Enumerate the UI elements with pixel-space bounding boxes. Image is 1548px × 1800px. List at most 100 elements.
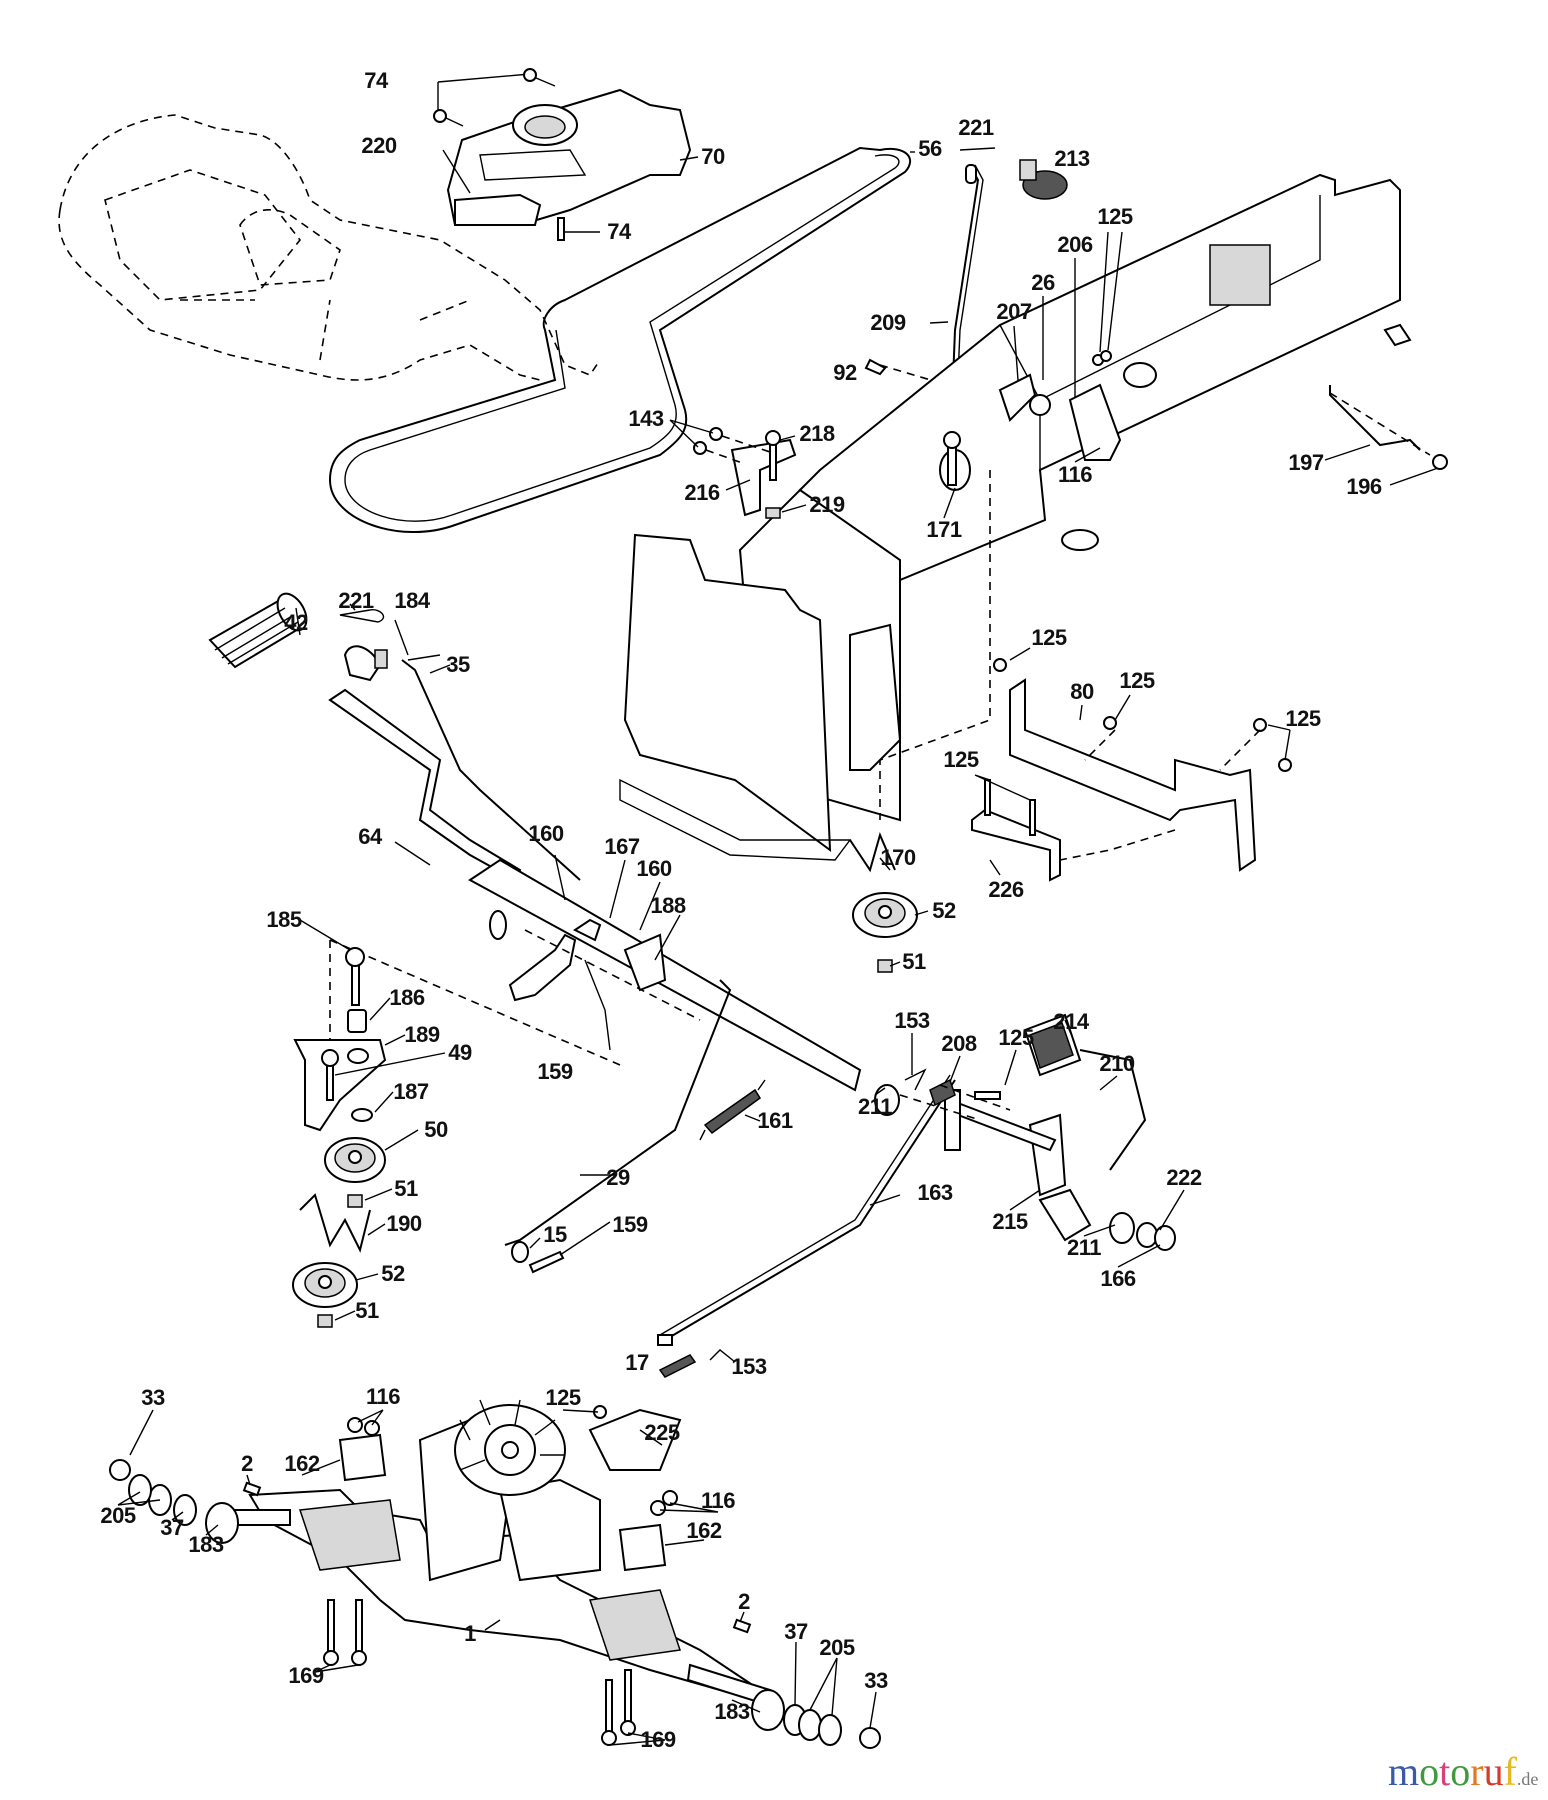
part-label-215: 215 xyxy=(992,1209,1028,1234)
motoruf-logo: motoruf.de xyxy=(1388,1752,1538,1792)
part-label-187: 187 xyxy=(393,1079,429,1104)
part-label-207: 207 xyxy=(996,299,1032,324)
linkage-29 xyxy=(504,979,766,1274)
part-label-196: 196 xyxy=(1346,474,1382,499)
part-label-163: 163 xyxy=(917,1180,953,1205)
part-label-153a: 153 xyxy=(894,1008,930,1033)
idler-assembly xyxy=(293,919,446,1208)
part-label-221b: 221 xyxy=(338,588,374,613)
part-label-208: 208 xyxy=(941,1031,977,1056)
cross-shaft xyxy=(329,854,862,1110)
pivot-bracket xyxy=(943,231,1123,519)
bracket-216 xyxy=(669,419,807,519)
part-label-218: 218 xyxy=(799,421,835,446)
part-label-171: 171 xyxy=(926,517,962,542)
part-label-125f: 125 xyxy=(998,1025,1034,1050)
logo-letter: m xyxy=(1388,1749,1420,1794)
part-label-33a: 33 xyxy=(141,1385,165,1410)
part-label-213: 213 xyxy=(1054,146,1090,171)
part-label-74a: 74 xyxy=(364,68,388,93)
part-label-221a: 221 xyxy=(958,115,994,140)
part-label-33b: 33 xyxy=(864,1668,888,1693)
part-label-188: 188 xyxy=(650,893,686,918)
part-label-52a: 52 xyxy=(932,898,956,923)
part-label-220: 220 xyxy=(361,133,397,158)
part-label-116b: 116 xyxy=(366,1384,401,1409)
part-label-169a: 169 xyxy=(288,1663,324,1688)
part-label-37b: 37 xyxy=(784,1619,808,1644)
part-label-15: 15 xyxy=(543,1222,567,1247)
part-label-205a: 205 xyxy=(100,1503,136,1528)
part-label-74b: 74 xyxy=(607,219,631,244)
part-label-125g: 125 xyxy=(545,1385,581,1410)
part-label-29: 29 xyxy=(606,1165,630,1190)
part-label-70: 70 xyxy=(701,144,725,169)
part-label-125c: 125 xyxy=(1119,668,1155,693)
logo-letter: f xyxy=(1503,1749,1517,1794)
transaxle xyxy=(109,1399,881,1749)
part-label-17: 17 xyxy=(625,1350,649,1375)
part-label-143: 143 xyxy=(628,406,664,431)
drive-belt xyxy=(328,146,915,533)
part-label-185: 185 xyxy=(266,907,302,932)
part-label-51b: 51 xyxy=(394,1176,418,1201)
part-label-160a: 160 xyxy=(528,821,564,846)
part-label-2a: 2 xyxy=(241,1451,253,1476)
pedal-assembly xyxy=(874,1013,1185,1268)
bolts-74 xyxy=(433,68,699,241)
part-label-162b: 162 xyxy=(686,1518,722,1543)
part-label-183b: 183 xyxy=(714,1699,750,1724)
seat-console xyxy=(446,88,692,226)
part-label-166: 166 xyxy=(1100,1266,1136,1291)
part-label-159b: 159 xyxy=(612,1212,648,1237)
part-label-51a: 51 xyxy=(902,949,926,974)
part-label-226: 226 xyxy=(988,877,1024,902)
logo-letter: u xyxy=(1483,1749,1504,1794)
logo-letter: r xyxy=(1470,1749,1484,1794)
part-label-125d: 125 xyxy=(1285,706,1321,731)
part-label-153b: 153 xyxy=(731,1354,767,1379)
part-label-50: 50 xyxy=(424,1117,448,1142)
part-label-125a: 125 xyxy=(1097,204,1133,229)
part-label-206: 206 xyxy=(1057,232,1093,257)
part-label-92: 92 xyxy=(833,360,857,385)
part-label-190: 190 xyxy=(386,1211,422,1236)
logo-letter: o xyxy=(1450,1749,1471,1794)
part-label-51c: 51 xyxy=(355,1298,379,1323)
part-label-210: 210 xyxy=(1099,1051,1135,1076)
part-label-37a: 37 xyxy=(160,1515,184,1540)
part-label-125e: 125 xyxy=(943,747,979,772)
part-label-1: 1 xyxy=(464,1621,476,1646)
part-label-161: 161 xyxy=(757,1108,793,1133)
logo-suffix: .de xyxy=(1516,1769,1539,1789)
part-label-35: 35 xyxy=(446,652,470,677)
part-label-189: 189 xyxy=(404,1022,440,1047)
seat-outline xyxy=(58,114,601,381)
part-label-184: 184 xyxy=(394,588,430,613)
brake-rod xyxy=(657,1074,956,1378)
bracket-80 xyxy=(971,647,1292,882)
shift-shaft xyxy=(208,592,581,882)
part-label-2b: 2 xyxy=(738,1589,750,1614)
part-label-222: 222 xyxy=(1166,1165,1202,1190)
part-label-169b: 169 xyxy=(640,1727,676,1752)
part-label-170: 170 xyxy=(880,845,916,870)
part-label-205b: 205 xyxy=(819,1635,855,1660)
part-label-125b: 125 xyxy=(1031,625,1067,650)
part-label-64: 64 xyxy=(358,824,382,849)
part-label-211b: 211 xyxy=(1067,1235,1102,1260)
logo-letter: t xyxy=(1439,1749,1451,1794)
part-label-52b: 52 xyxy=(381,1261,405,1286)
part-label-211a: 211 xyxy=(858,1094,893,1119)
part-label-197: 197 xyxy=(1288,450,1324,475)
part-label-167: 167 xyxy=(604,834,640,859)
part-label-116c: 116 xyxy=(701,1488,736,1513)
lever-197 xyxy=(1324,385,1448,486)
part-label-49: 49 xyxy=(448,1040,472,1065)
part-label-214: 214 xyxy=(1053,1009,1089,1034)
part-label-209: 209 xyxy=(870,310,906,335)
part-label-160b: 160 xyxy=(636,856,672,881)
part-label-159a: 159 xyxy=(537,1059,573,1084)
lower-idler xyxy=(292,1188,393,1328)
